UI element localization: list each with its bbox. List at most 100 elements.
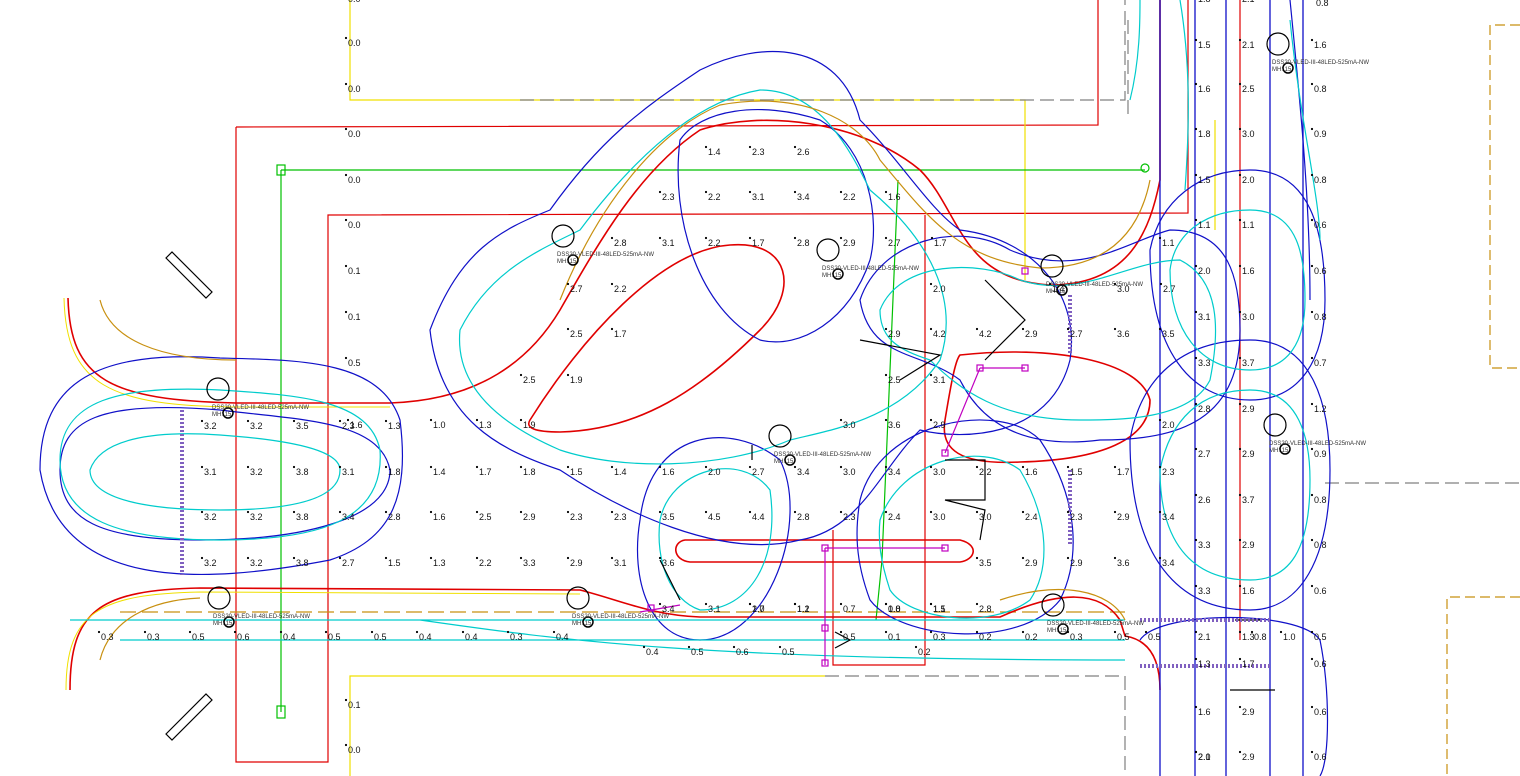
reading-right-column: 1.3 (1242, 632, 1255, 642)
illuminance-reading: 1.9 (566, 373, 583, 385)
black-linework (659, 279, 1275, 691)
illuminance-reading: 3.0 (1238, 127, 1255, 139)
illuminance-reading: 2.0 (1194, 264, 1211, 276)
reading-grid: 1.6 (1025, 467, 1038, 477)
illuminance-reading: 3.5 (1158, 327, 1175, 339)
point-marker-icon (793, 465, 797, 469)
illuminance-reading: 3.3 (519, 556, 536, 568)
reading-grid: 3.4 (342, 512, 355, 522)
reading-right-column: 2.9 (1242, 707, 1255, 717)
reading-grid: 1.5 (570, 467, 583, 477)
illuminance-reading: 1.7 (610, 327, 627, 339)
reading-grid: 2.6 (797, 147, 810, 157)
illuminance-reading: 3.6 (658, 556, 675, 568)
reading-layer: 0.00.00.00.00.00.10.10.50.10.01.51.61.81… (97, 0, 1329, 762)
reading-grid: 2.7 (888, 238, 901, 248)
point-marker-icon (292, 556, 296, 560)
illuminance-reading: 2.8 (793, 510, 810, 522)
fixture-label: DSS20-VLED-III-48LED-525mA-NW (1269, 441, 1366, 447)
point-marker-icon (642, 645, 646, 649)
reading-right-column: 2.7 (1198, 449, 1211, 459)
fixture-tag: MH: 15 (822, 273, 842, 279)
point-marker-icon (1194, 584, 1198, 588)
illuminance-reading: 0.0 (344, 127, 361, 139)
parking-stripe (180, 295, 1270, 668)
point-marker-icon (658, 190, 662, 194)
point-marker-icon (839, 465, 843, 469)
illuminance-reading: 1.6 (658, 465, 675, 477)
reading-grid: 3.4 (797, 467, 810, 477)
point-marker-icon (1113, 282, 1117, 286)
illuminance-reading: 1.7 (748, 236, 765, 248)
point-marker-icon (610, 465, 614, 469)
illuminance-reading: 2.3 (748, 145, 765, 157)
point-marker-icon (519, 465, 523, 469)
point-marker-icon (1066, 510, 1070, 514)
illuminance-reading: 1.4 (704, 145, 721, 157)
reading-right-column: 3.3 (1198, 586, 1211, 596)
reading-left-column: 0.5 (348, 358, 361, 368)
reading-grid: 2.2 (708, 238, 721, 248)
point-marker-icon (1159, 282, 1163, 286)
reading-grid: 1.1 (797, 604, 810, 614)
point-marker-icon (1238, 127, 1242, 131)
illuminance-reading: 3.3 (1194, 356, 1211, 368)
point-marker-icon (97, 630, 101, 634)
illuminance-reading: 1.0 (429, 418, 446, 430)
green-node (1140, 163, 1150, 173)
reading-grid: 2.5 (888, 375, 901, 385)
illuminance-reading: 2.5 (566, 327, 583, 339)
point-marker-icon (344, 127, 348, 131)
point-marker-icon (1194, 657, 1198, 661)
illuminance-reading: 2.3 (338, 419, 355, 431)
reading-grid: 0.8 (888, 604, 901, 614)
illuminance-reading: 0.6 (1310, 750, 1327, 762)
reading-grid: 2.3 (752, 147, 765, 157)
point-marker-icon (793, 145, 797, 149)
illuminance-reading: 1.7 (748, 602, 765, 614)
point-marker-icon (143, 630, 147, 634)
illuminance-reading: 3.6 (1113, 327, 1130, 339)
point-marker-icon (429, 418, 433, 422)
reading-grid: 0.6 (237, 632, 250, 642)
reading-right-column: 3.7 (1242, 495, 1255, 505)
illuminance-reading: 1.0 (1279, 630, 1296, 642)
pole-base-icon (1282, 62, 1294, 74)
illuminance-reading: 1.7 (1238, 657, 1255, 669)
point-marker-icon (415, 630, 419, 634)
illuminance-reading: 1.6 (1238, 264, 1255, 276)
reading-right-column: 2.0 (1198, 752, 1211, 762)
point-marker-icon (370, 630, 374, 634)
point-marker-icon (344, 356, 348, 360)
point-marker-icon (748, 465, 752, 469)
point-marker-icon (475, 465, 479, 469)
reading-grid: 3.2 (204, 512, 217, 522)
point-marker-icon (1021, 465, 1025, 469)
point-marker-icon (929, 373, 933, 377)
reading-grid: 1.5 (388, 558, 401, 568)
reading-grid: 1.6 (433, 512, 446, 522)
reading-grid: 1.2 (797, 604, 810, 614)
illuminance-reading: 0.4 (461, 630, 478, 642)
reading-grid: 3.8 (296, 467, 309, 477)
point-marker-icon (1194, 538, 1198, 542)
illuminance-reading: 0.1 (344, 310, 361, 322)
point-marker-icon (658, 465, 662, 469)
reading-right-column: 3.7 (1242, 358, 1255, 368)
fixture-symbol-icon (1040, 254, 1064, 278)
curb-island-3 (675, 539, 974, 563)
illuminance-reading: 1.2 (1310, 402, 1327, 414)
reading-grid: 0.4 (283, 632, 296, 642)
point-marker-icon (292, 510, 296, 514)
illuminance-reading: 2.1 (1238, 38, 1255, 50)
